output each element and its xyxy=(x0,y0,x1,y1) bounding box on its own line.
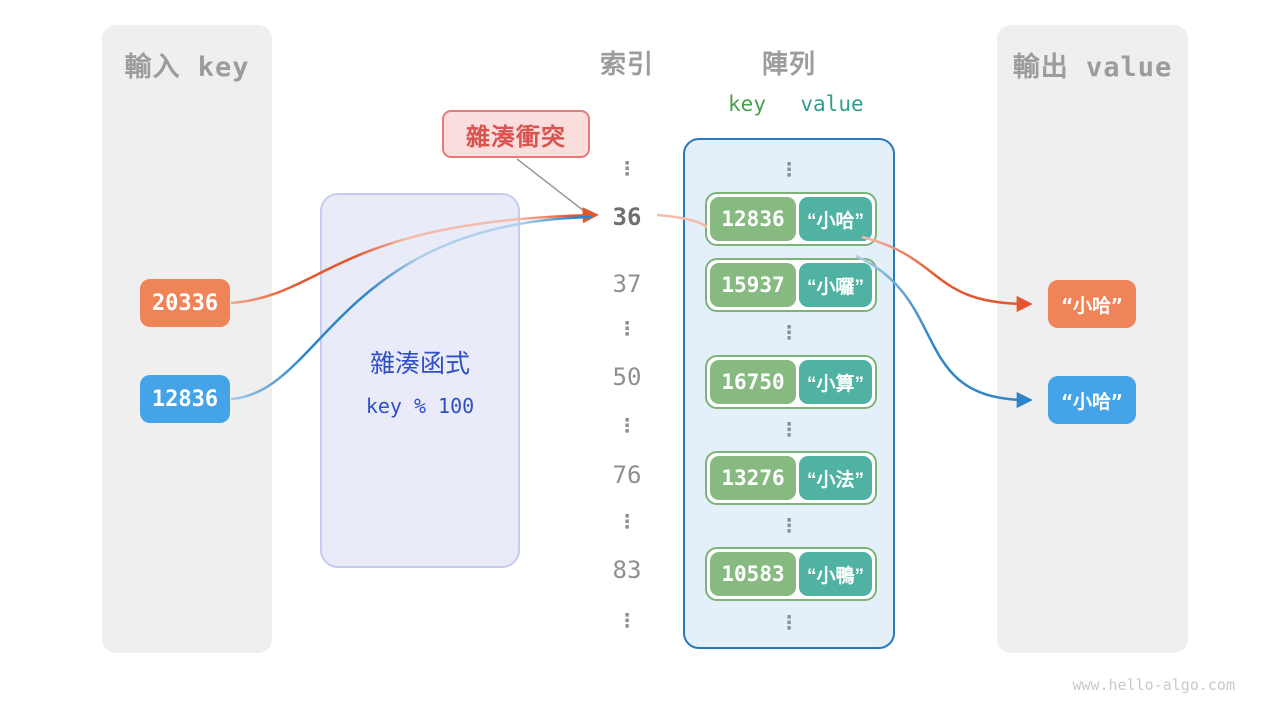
vertical-ellipsis-icon: ⋮ xyxy=(779,612,799,634)
pair-key: 12836 xyxy=(710,197,796,241)
array-pair-12836: 12836 “小哈” xyxy=(705,192,877,246)
output-panel-title: 輸出 value xyxy=(1012,52,1173,83)
input-key-12836: 12836 xyxy=(140,375,230,423)
input-panel-title: 輸入 key xyxy=(124,52,250,83)
index-column-title: 索引 xyxy=(599,49,654,79)
array-pair-13276: 13276 “小法” xyxy=(705,451,877,505)
vertical-ellipsis-icon: ⋮ xyxy=(617,415,637,437)
index-50: 50 xyxy=(612,363,642,391)
vertical-ellipsis-icon: ⋮ xyxy=(779,322,799,344)
index-37: 37 xyxy=(612,270,642,298)
output-value-blue: “小哈” xyxy=(1048,376,1136,424)
pair-key: 10583 xyxy=(710,552,796,596)
index-36: 36 xyxy=(612,203,642,231)
array-container: ⋮ 12836 “小哈” 15937 “小囉” ⋮ 16750 “小算” ⋮ 1… xyxy=(683,138,895,649)
key-header: key xyxy=(728,92,766,116)
value-header: value xyxy=(800,92,864,116)
pair-key: 16750 xyxy=(710,360,796,404)
pair-key: 15937 xyxy=(710,263,796,307)
hash-function-title: 雜湊函式 xyxy=(369,350,470,378)
vertical-ellipsis-icon: ⋮ xyxy=(779,515,799,537)
watermark: www.hello-algo.com xyxy=(1072,676,1235,694)
vertical-ellipsis-icon: ⋮ xyxy=(779,159,799,181)
input-panel: 輸入 key xyxy=(102,25,272,653)
badge-pointer-line xyxy=(516,158,585,212)
array-column-title: 陣列 xyxy=(761,49,816,79)
input-key-20336: 20336 xyxy=(140,279,230,327)
pair-value: “小鴨” xyxy=(799,552,872,596)
output-value-orange: “小哈” xyxy=(1048,280,1136,328)
collision-badge: 雜湊衝突 xyxy=(442,110,590,158)
vertical-ellipsis-icon: ⋮ xyxy=(617,511,637,533)
pair-value: “小法” xyxy=(799,456,872,500)
pair-value: “小哈” xyxy=(799,197,872,241)
vertical-ellipsis-icon: ⋮ xyxy=(617,158,637,180)
array-pair-16750: 16750 “小算” xyxy=(705,355,877,409)
index-76: 76 xyxy=(612,461,642,489)
pair-value: “小囉” xyxy=(799,263,872,307)
hash-function-box xyxy=(320,193,520,568)
index-83: 83 xyxy=(612,556,642,584)
hash-function-formula: key % 100 xyxy=(365,394,475,418)
array-pair-15937: 15937 “小囉” xyxy=(705,258,877,312)
output-panel: 輸出 value xyxy=(997,25,1188,653)
array-pair-10583: 10583 “小鴨” xyxy=(705,547,877,601)
pair-value: “小算” xyxy=(799,360,872,404)
vertical-ellipsis-icon: ⋮ xyxy=(779,419,799,441)
vertical-ellipsis-icon: ⋮ xyxy=(617,318,637,340)
pair-key: 13276 xyxy=(710,456,796,500)
vertical-ellipsis-icon: ⋮ xyxy=(617,610,637,632)
